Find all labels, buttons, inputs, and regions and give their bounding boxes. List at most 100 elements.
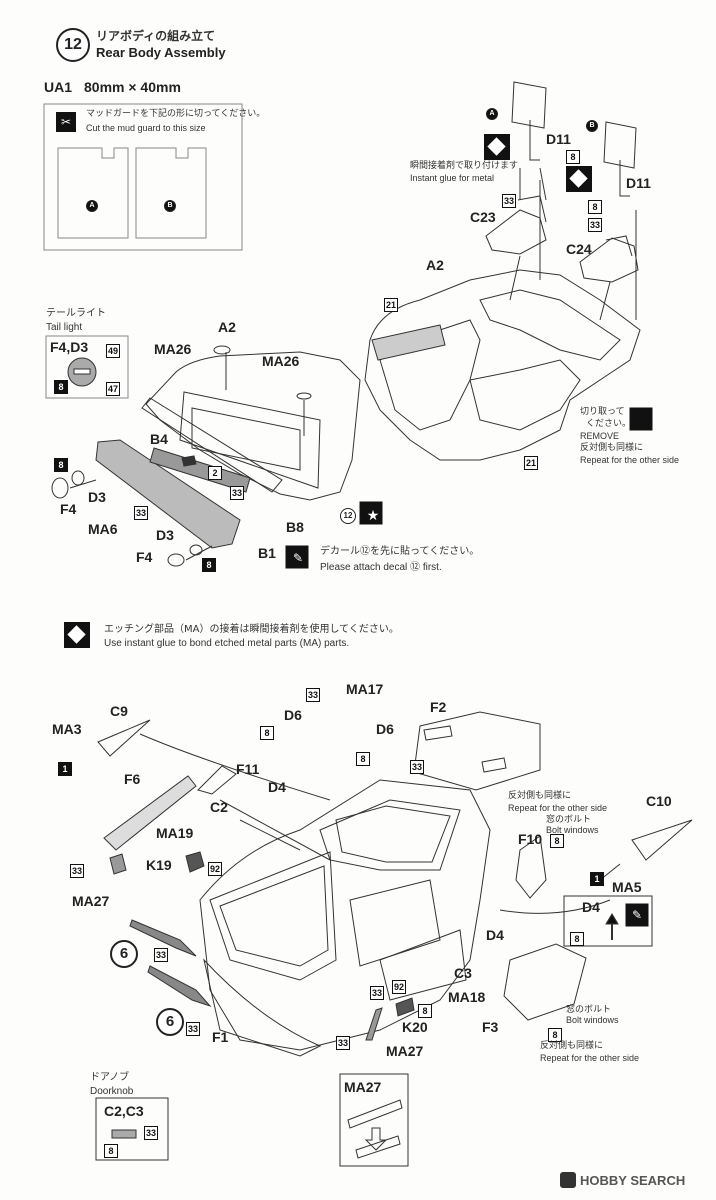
wiper-6-bottom-circle: 6 bbox=[156, 1008, 184, 1036]
badge-33-6-bottom: 33 bbox=[186, 1022, 200, 1036]
ma26-left-label: MA26 bbox=[154, 341, 192, 357]
badge-8-taillight: 8 bbox=[54, 380, 68, 394]
remove-note-jp-1: 切り取って bbox=[580, 407, 625, 417]
badge-8-right: 8 bbox=[588, 200, 602, 214]
doorknob-parts: C2,C3 bbox=[104, 1103, 144, 1119]
taillight-label-en: Tail light bbox=[46, 322, 83, 333]
badge-8-d4-box: 8 bbox=[570, 932, 584, 946]
ma27-left-label: MA27 bbox=[72, 893, 110, 909]
ma6-label: MA6 bbox=[88, 521, 118, 537]
badge-47: 47 bbox=[106, 382, 120, 396]
d4-right-label: D4 bbox=[486, 927, 504, 943]
repeat-note-jp-top: 反対側も同様に bbox=[508, 791, 572, 801]
badge-33-ma6: 33 bbox=[134, 506, 148, 520]
ma5-label: MA5 bbox=[612, 879, 642, 895]
instant-glue-icon-right bbox=[566, 166, 592, 192]
c10-label: C10 bbox=[646, 793, 672, 809]
k19-label: K19 bbox=[146, 857, 172, 873]
bolt-note-en-top: Bolt windows bbox=[546, 825, 599, 835]
badge-8-d3: 8 bbox=[54, 458, 68, 472]
badge-33-c24: 33 bbox=[588, 218, 602, 232]
repeat-note-en-bottom: Repeat for the other side bbox=[540, 1053, 640, 1063]
repeat-note-jp-rear: 反対側も同様に bbox=[580, 443, 644, 453]
badge-33-ma17: 33 bbox=[306, 688, 320, 702]
decal-brush-icon: ✎ bbox=[292, 551, 304, 565]
badge-21-top: 21 bbox=[384, 298, 398, 312]
f6-label: F6 bbox=[124, 771, 141, 787]
repeat-note-jp-bottom: 反対側も同様に bbox=[540, 1041, 604, 1051]
ma3-label: MA3 bbox=[52, 721, 82, 737]
f3-label: F3 bbox=[482, 1019, 499, 1035]
d3-top-label: D3 bbox=[88, 489, 106, 505]
decal-brush-icon-d4: ✎ bbox=[631, 908, 643, 922]
a2-label-rear: A2 bbox=[426, 257, 444, 273]
etching-note-en: Use instant glue to bond etched metal pa… bbox=[104, 638, 350, 649]
badge-33-b4: 33 bbox=[230, 486, 244, 500]
decal-note-jp: デカール⑫を先に貼ってください。 bbox=[320, 546, 480, 557]
badge-92-k20: 92 bbox=[392, 980, 406, 994]
decal-ref-circle: 12 bbox=[340, 508, 356, 524]
doorknob-label-jp: ドアノブ bbox=[90, 1072, 130, 1083]
etching-note-jp: エッチング部品（MA）の接着は瞬間接着剤を使用してください。 bbox=[104, 624, 399, 635]
watermark-text: HOBBY SEARCH bbox=[580, 1173, 686, 1188]
badge-33-ma27-left: 33 bbox=[70, 864, 84, 878]
taillight-parts: F4,D3 bbox=[50, 339, 89, 355]
guard-a-marker: A bbox=[86, 200, 98, 212]
k20-label: K20 bbox=[402, 1019, 428, 1035]
ma26-right-label: MA26 bbox=[262, 353, 300, 369]
callout-a: A bbox=[486, 108, 498, 120]
b1-label: B1 bbox=[258, 545, 276, 561]
repeat-note-en-top: Repeat for the other side bbox=[508, 803, 608, 813]
badge-92-k19: 92 bbox=[208, 862, 222, 876]
badge-33-c23: 33 bbox=[502, 194, 516, 208]
wiper-6-top-circle: 6 bbox=[110, 940, 138, 968]
badge-8-d6-left: 8 bbox=[260, 726, 274, 740]
doorknob-label-en: Doorknob bbox=[90, 1086, 134, 1097]
ua1-label: UA1 bbox=[44, 79, 73, 95]
badge-2: 2 bbox=[208, 466, 222, 480]
badge-33-d6-right: 33 bbox=[410, 760, 424, 774]
badge-33-doorknob: 33 bbox=[144, 1126, 158, 1140]
badge-8-left: 8 bbox=[566, 150, 580, 164]
badge-8-doorknob: 8 bbox=[104, 1144, 118, 1158]
d11-left-label: D11 bbox=[546, 131, 571, 147]
badge-8-bottom: 8 bbox=[202, 558, 216, 572]
glue-note-en: Instant glue for metal bbox=[410, 173, 495, 183]
b8-label: B8 bbox=[286, 519, 304, 535]
f1-label: F1 bbox=[212, 1029, 229, 1045]
badge-33-k20: 33 bbox=[370, 986, 384, 1000]
c9-label: C9 bbox=[110, 703, 128, 719]
taillight-label-jp: テールライト bbox=[46, 308, 106, 319]
a2-label-tail: A2 bbox=[218, 319, 236, 335]
decal-note-en: Please attach decal ⑫ first. bbox=[320, 562, 442, 573]
c24-label: C24 bbox=[566, 241, 592, 257]
c23-label: C23 bbox=[470, 209, 496, 225]
bolt-note-jp-bottom: 窓のボルト bbox=[566, 1005, 612, 1015]
instant-glue-icon-left bbox=[484, 134, 510, 160]
repeat-note-en-rear: Repeat for the other side bbox=[580, 455, 680, 465]
d4-top-label: D4 bbox=[268, 779, 286, 795]
ma17-label: MA17 bbox=[346, 681, 384, 697]
f11-label: F11 bbox=[236, 761, 260, 777]
badge-8-k20: 8 bbox=[418, 1004, 432, 1018]
f4-bottom-label: F4 bbox=[136, 549, 153, 565]
step-number: 12 bbox=[64, 36, 82, 53]
f10-label: F10 bbox=[518, 831, 543, 847]
bolt-note-jp-top: 窓のボルト bbox=[546, 815, 592, 825]
hobbysearch-logo-icon bbox=[560, 1172, 576, 1188]
badge-1-ma3: 1 bbox=[58, 762, 72, 776]
step-title-en: Rear Body Assembly bbox=[96, 45, 226, 60]
glue-note-jp: 瞬間接着剤で取り付けます bbox=[410, 161, 519, 171]
ua1-size: 80mm × 40mm bbox=[84, 79, 181, 95]
ma27-detail-label: MA27 bbox=[344, 1079, 382, 1095]
c2-label: C2 bbox=[210, 799, 228, 815]
d6-right-label: D6 bbox=[376, 721, 394, 737]
star-icon: ★ bbox=[366, 507, 380, 523]
badge-1-ma5: 1 bbox=[590, 872, 604, 886]
badge-33-ma27-bottom: 33 bbox=[336, 1036, 350, 1050]
c3-label: C3 bbox=[454, 965, 472, 981]
f2-label: F2 bbox=[430, 699, 447, 715]
ma19-label: MA19 bbox=[156, 825, 194, 841]
